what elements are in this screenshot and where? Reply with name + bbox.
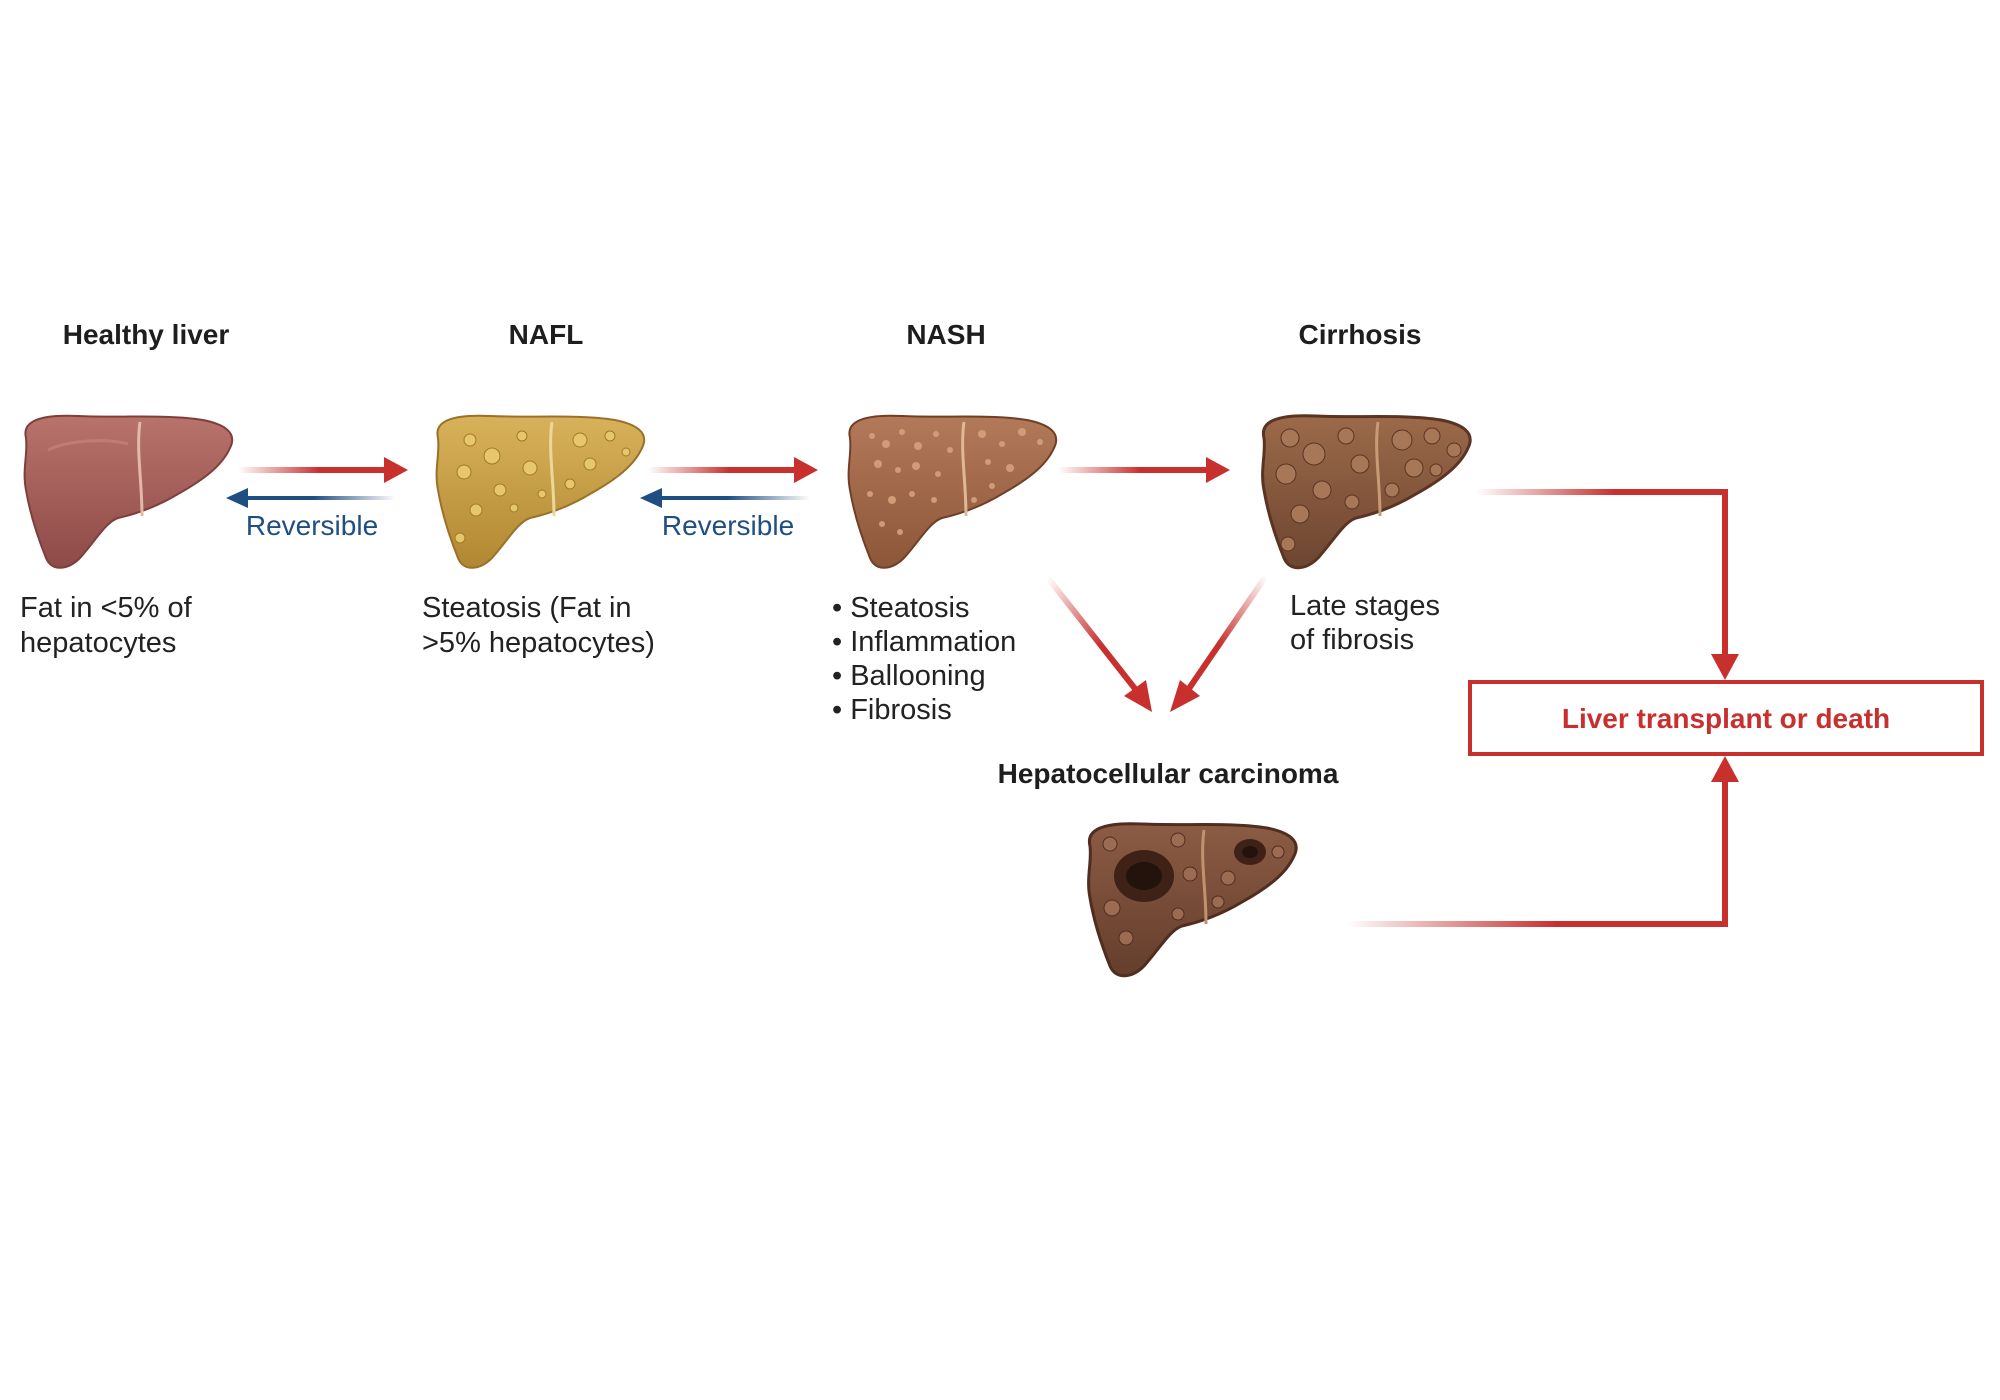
cirrhosis-title: Cirrhosis bbox=[1299, 319, 1422, 350]
outcome-label: Liver transplant or death bbox=[1562, 703, 1890, 734]
arrow-nafl-to-nash bbox=[648, 457, 818, 483]
tumor-mass-icon bbox=[1114, 839, 1266, 902]
cirrhosis-desc-line-2: of fibrosis bbox=[1290, 624, 1414, 656]
nafl-desc-line-1: Steatosis (Fat in bbox=[422, 592, 632, 624]
nash-bullet-1: • Steatosis bbox=[832, 592, 970, 624]
reversible-label-1: Reversible bbox=[246, 510, 378, 541]
healthy-desc-line-2: hepatocytes bbox=[20, 627, 176, 659]
reversible-arrow-nash-to-nafl bbox=[640, 488, 810, 508]
healthy-liver-title: Healthy liver bbox=[63, 319, 230, 350]
nafl-desc-line-2: >5% hepatocytes) bbox=[422, 627, 655, 659]
arrow-nash-to-cirrhosis bbox=[1058, 457, 1230, 483]
cirrhosis-desc-line-1: Late stages bbox=[1290, 590, 1440, 622]
reversible-label-2: Reversible bbox=[662, 510, 794, 541]
arrow-cirrhosis-to-hcc bbox=[1170, 574, 1269, 712]
nash-bullet-4: • Fibrosis bbox=[832, 694, 952, 726]
hcc-title: Hepatocellular carcinoma bbox=[998, 758, 1339, 789]
arrow-nash-to-hcc bbox=[1045, 576, 1152, 712]
nafl-title: NAFL bbox=[509, 319, 584, 350]
reversible-arrow-nafl-to-healthy bbox=[226, 488, 396, 508]
connector-hcc-to-outcome bbox=[1346, 756, 1739, 927]
nafl-liver-icon bbox=[435, 414, 646, 569]
hcc-liver-icon bbox=[1087, 822, 1298, 978]
cirrhosis-liver-icon bbox=[1261, 414, 1472, 570]
nash-title: NASH bbox=[906, 319, 985, 350]
healthy-desc-line-1: Fat in <5% of bbox=[20, 592, 193, 624]
healthy-liver-icon bbox=[23, 414, 234, 569]
outcome-box: Liver transplant or death bbox=[1468, 680, 1984, 756]
arrow-healthy-to-nafl bbox=[238, 457, 408, 483]
connector-cirrhosis-to-outcome bbox=[1476, 489, 1739, 680]
nash-bullet-2: • Inflammation bbox=[832, 626, 1016, 658]
nash-bullet-3: • Ballooning bbox=[832, 660, 986, 692]
nash-liver-icon bbox=[847, 414, 1058, 569]
